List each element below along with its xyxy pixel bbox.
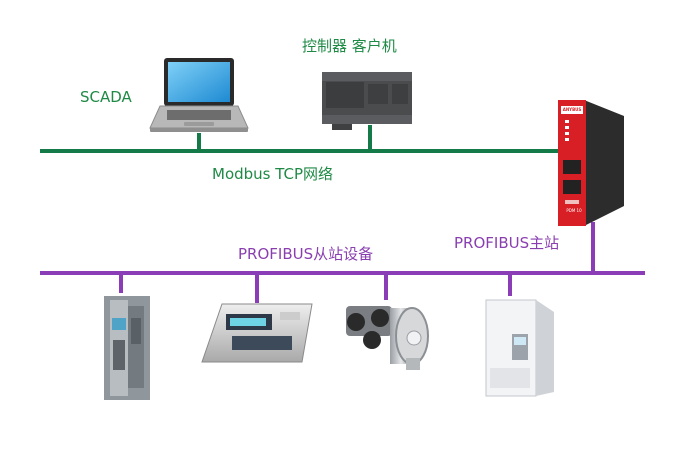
profibus-master-label: PROFIBUS主站 (454, 234, 560, 252)
io-module-icon (104, 296, 150, 400)
gateway-device-icon (558, 100, 624, 226)
weighing-indicator-icon (201, 303, 313, 363)
gateway-model: PDM 10 (566, 208, 582, 213)
scada-label: SCADA (80, 88, 132, 106)
controller-client-label: 控制器 客户机 (302, 37, 397, 55)
modbus-tcp-bus (40, 125, 568, 153)
rotary-encoder-icon (346, 306, 429, 370)
laptop-icon (149, 58, 249, 132)
gateway-brand: ANYBUS (562, 107, 582, 112)
profibus-bus (40, 222, 645, 303)
profibus-slaves-label: PROFIBUS从站设备 (238, 245, 374, 263)
frequency-drive-icon (485, 299, 554, 397)
plc-controller-icon (322, 72, 412, 130)
modbus-tcp-network-label: Modbus TCP网络 (212, 165, 334, 183)
